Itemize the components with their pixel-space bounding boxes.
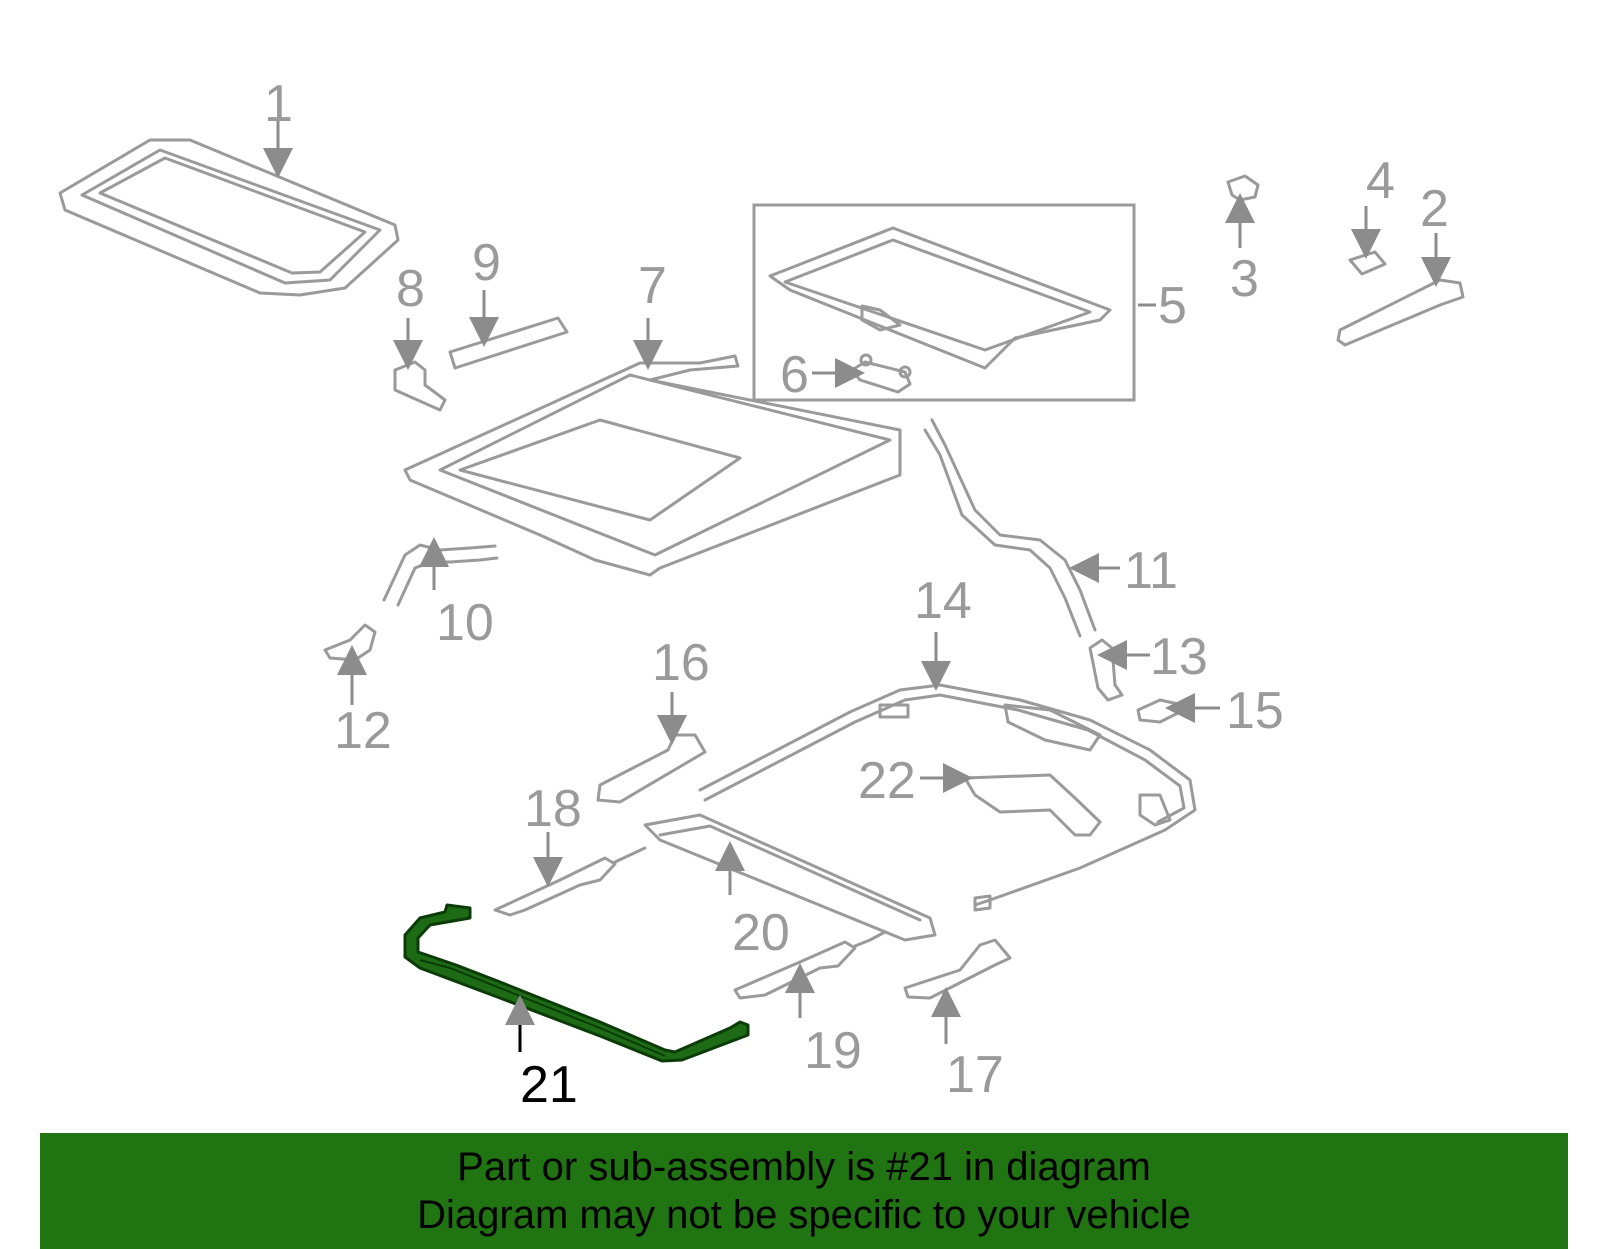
svg-text:12: 12 [334,702,392,760]
callouts: 1 2 3 4 5 6 7 8 [263,75,1451,1114]
svg-text:2: 2 [1420,180,1449,238]
callout-8: 8 [393,260,425,370]
callout-14: 14 [914,572,972,691]
callout-5: 5 [1138,277,1187,335]
svg-text:11: 11 [1124,542,1178,600]
part-13-hose-joint[interactable] [1088,638,1124,702]
svg-text:17: 17 [946,1046,1004,1104]
part-8-bracket[interactable] [393,360,447,412]
callout-12: 12 [334,645,392,760]
callout-4: 4 [1351,152,1395,259]
svg-text:13: 13 [1150,628,1208,686]
part-20-crossbar[interactable] [643,813,937,942]
svg-text:21: 21 [520,1056,578,1114]
part-3-bracket[interactable] [1226,174,1260,202]
svg-text:10: 10 [436,594,494,652]
part-14-drive-cable[interactable] [698,683,1197,912]
svg-text:18: 18 [524,780,582,838]
part-4-pad[interactable] [1348,250,1387,276]
svg-text:14: 14 [914,572,972,630]
part-22-motor-cover[interactable] [963,773,1102,837]
svg-text:1: 1 [264,75,293,133]
callout-3: 3 [1225,193,1259,308]
part-11-drain-hose[interactable] [923,418,1097,638]
part-7-frame[interactable] [403,354,902,577]
callout-15: 15 [1165,682,1284,740]
callout-22: 22 [858,752,973,810]
callout-10: 10 [419,537,494,652]
banner-line-2: Diagram may not be specific to your vehi… [417,1193,1191,1237]
callout-7: 7 [633,257,667,370]
part-6-clip[interactable] [850,353,912,394]
callout-17: 17 [931,987,1004,1104]
svg-text:20: 20 [732,904,790,962]
banner-line-1: Part or sub-assembly is #21 in diagram [457,1145,1151,1189]
svg-text:19: 19 [804,1022,862,1080]
callout-18: 18 [524,780,582,887]
part-12-clip[interactable] [323,623,377,662]
svg-text:8: 8 [396,260,425,318]
part-16-guide[interactable] [596,733,707,804]
part-19-slider[interactable] [733,930,887,1000]
part-1-glass-panel[interactable] [58,138,400,297]
part-info-banner: Part or sub-assembly is #21 in diagram D… [40,1133,1568,1249]
svg-text:9: 9 [472,234,501,292]
svg-text:15: 15 [1226,682,1284,740]
callout-1: 1 [263,75,293,178]
part-5-sunshade-assembly[interactable] [752,203,1136,402]
callout-2: 2 [1420,180,1451,287]
svg-text:5: 5 [1158,277,1187,335]
callout-16: 16 [652,634,710,745]
callout-6: 6 [780,346,865,404]
svg-text:22: 22 [858,752,916,810]
part-17-guide[interactable] [903,938,1012,1000]
svg-text:6: 6 [780,346,809,404]
part-2-rail[interactable] [1336,278,1465,347]
part-9-deflector-strip[interactable] [448,316,569,370]
svg-text:7: 7 [638,257,667,315]
callout-19: 19 [785,963,862,1080]
callout-21: 21 [505,995,578,1114]
svg-text:4: 4 [1366,152,1395,210]
callout-20: 20 [715,841,790,962]
part-21-highlighted-rail[interactable] [403,903,750,1063]
svg-text:16: 16 [652,634,710,692]
callout-13: 13 [1097,628,1208,686]
part-18-slider[interactable] [493,846,647,917]
callout-9: 9 [469,234,501,347]
part-15-clip[interactable] [1136,698,1182,724]
callout-11: 11 [1069,542,1178,600]
svg-text:3: 3 [1230,250,1259,308]
